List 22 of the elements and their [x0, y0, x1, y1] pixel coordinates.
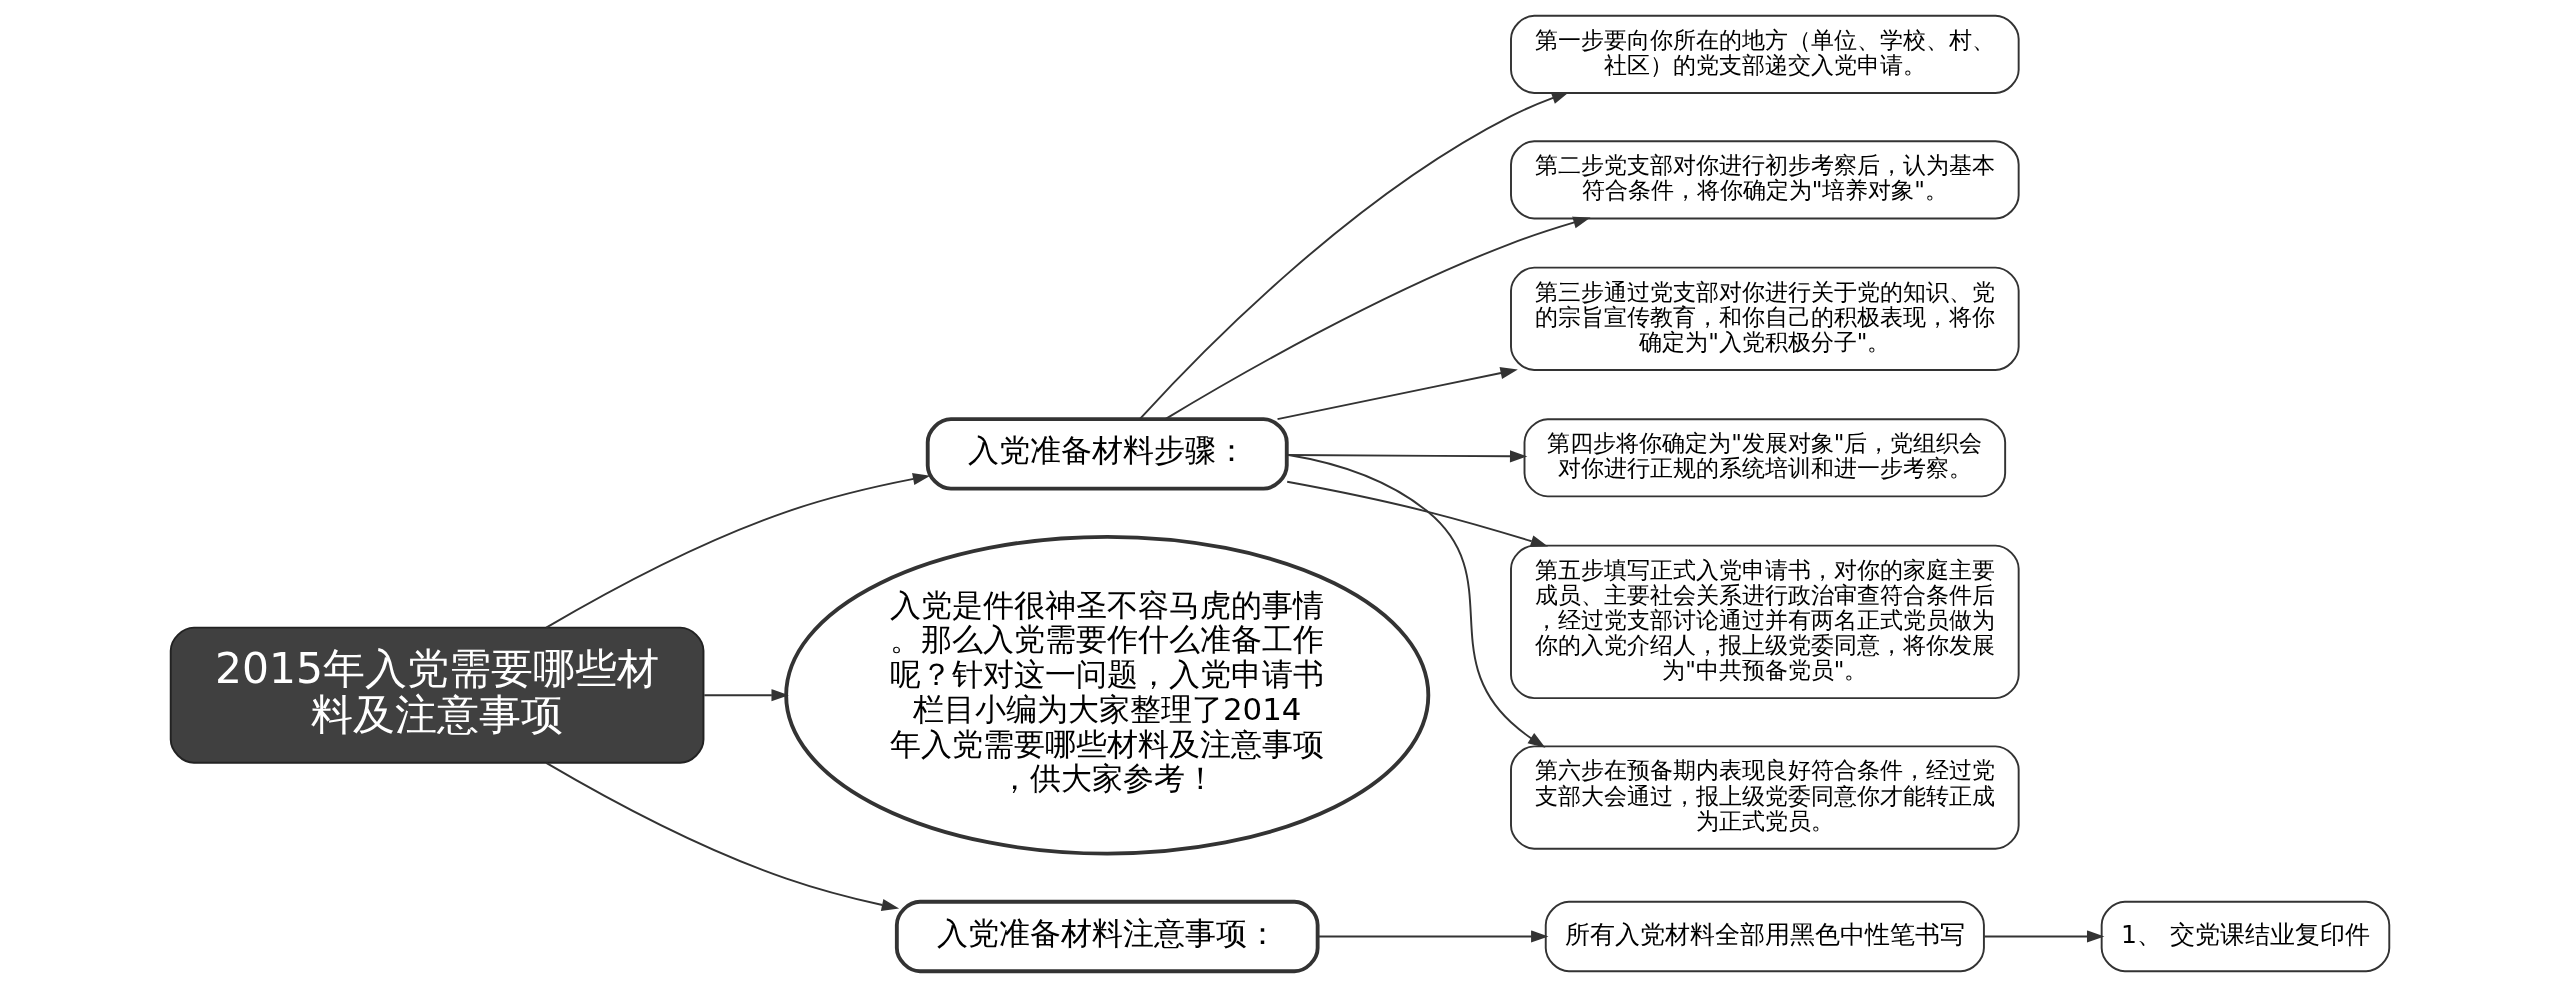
- node-box: 所有入党材料全部用黑色中性笔书写: [1544, 900, 1985, 973]
- arrow: [545, 761, 900, 911]
- arrow: [1983, 930, 2105, 943]
- arrow: [1286, 453, 1546, 748]
- node-box: 入党准备材料步骤：: [925, 417, 1289, 491]
- node-box: 第二步党支部对你进行初步考察后，认为基本符合条件，将你确定为"培养对象"。: [1510, 140, 2020, 220]
- arrow: [1164, 216, 1591, 420]
- arrow: [1316, 930, 1549, 943]
- arrow: [1286, 480, 1549, 548]
- arrow: [703, 689, 789, 702]
- node-box: 第四步将你确定为"发展对象"后，党组织会对你进行正规的系统培训和进一步考察。: [1523, 418, 2007, 498]
- arrow: [545, 473, 931, 629]
- arrow: [1139, 92, 1570, 420]
- node-box: 第一步要向你所在的地方（单位、学校、村、社区）的党支部递交入党申请。: [1510, 14, 2020, 94]
- node-box: 入党准备材料注意事项：: [894, 899, 1320, 974]
- node-box: 2015年入党需要哪些材料及注意事项: [169, 626, 705, 764]
- node-box: 第三步通过党支部对你进行关于党的知识、党的宗旨宣传教育，和你自己的积极表现，将你确定为"入党积极分子"。: [1510, 266, 2020, 371]
- node-box: 第五步填写正式入党申请书，对你的家庭主要成员、主要社会关系进行政治审查符合条件后，经过党支部讨论通过并有两名正式党员做为你的入党介绍人，报上级党委同意，将你发展为"中共预备党员"。: [1510, 544, 2020, 700]
- node-box: 1、 交党课结业复印件: [2100, 900, 2391, 973]
- arrow: [1276, 367, 1518, 421]
- node-ellipse: 入党是件很神圣不容马虎的事情。那么入党需要作什么准备工作呢？针对这一问题，入党申请书栏目小编为大家整理了2014年入党需要哪些材料及注意事项，供大家参考！: [784, 534, 1431, 856]
- node-box: 第六步在预备期内表现良好符合条件，经过党支部大会通过，报上级党委同意你才能转正成为正式党员。: [1510, 745, 2020, 850]
